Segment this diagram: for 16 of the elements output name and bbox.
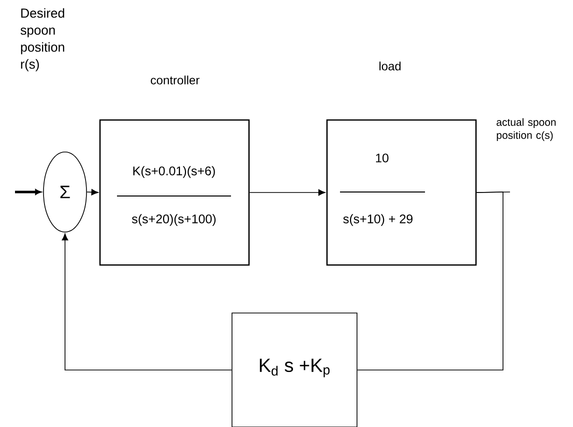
node-label: 10 [376,154,388,162]
signal-label: Desired spoon position r(s) [20,8,64,72]
block-heading: load [379,62,401,70]
connector-arrow [86,189,98,196]
feedback-box: K$_{d}$ s +K$_{p}$ [232,312,358,427]
signal-label: actual spoon position c(s) [496,118,556,141]
block-heading: controller [150,76,200,84]
connector-arrow [15,189,42,195]
node-label: s(s+20)(s+100) [132,214,216,226]
transfer-function-box: K(s+0.01)(s+6) s(s+20)(s+100) [99,119,250,266]
connector-arrow [249,189,326,196]
node-label: s(s+10) + 29 [343,214,412,226]
node-label: K(s+0.01)(s+6) [133,166,215,178]
transfer-function-box: 10 s(s+10) + 29 [326,119,477,266]
summing-junction: Σ [43,152,87,232]
connector-arrow [62,233,232,370]
